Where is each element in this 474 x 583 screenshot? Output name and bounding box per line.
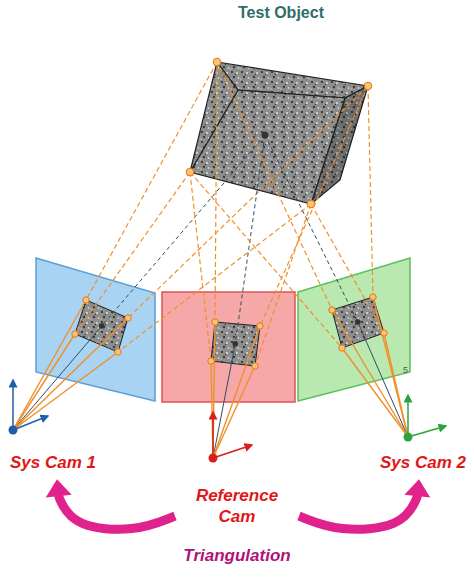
projection-ray (368, 86, 373, 297)
corner-dot (125, 315, 131, 321)
corner-dot (208, 358, 214, 364)
corner-dot (339, 345, 345, 351)
arrow-head (46, 479, 72, 497)
camera-axis (213, 445, 252, 458)
camera-label-text: Reference Cam (181, 485, 293, 528)
camera-label: Reference Cam (179, 484, 295, 529)
center-dot (355, 319, 361, 325)
corner-dot (83, 297, 89, 303)
projection-ray (255, 204, 311, 366)
curved-arrow (46, 479, 175, 529)
corner-dot (213, 58, 221, 66)
method-label: Triangulation (183, 545, 290, 566)
object-heading: Test Object (236, 2, 326, 24)
center-ray (235, 135, 265, 344)
camera-center (404, 433, 413, 442)
object-image (211, 322, 260, 366)
camera-label-text: Sys Cam 2 (380, 452, 466, 473)
corner-dot (252, 363, 258, 369)
projection-ray (217, 62, 332, 310)
camera-label-text: Sys Cam 1 (10, 452, 96, 473)
center-dot (262, 132, 269, 139)
projection-ray (13, 300, 86, 430)
camera-label: Sys Cam 1 (8, 451, 98, 474)
center-ray (102, 135, 265, 326)
corner-dot (115, 349, 121, 355)
corner-dot (329, 307, 335, 313)
center-ray (213, 344, 235, 458)
projection-ray (128, 86, 368, 318)
projection-ray (215, 62, 217, 322)
corner-dot (186, 168, 194, 176)
projection-ray (213, 322, 215, 458)
corner-dot (72, 331, 78, 337)
camera-axis (408, 426, 446, 437)
curved-arrow (299, 479, 430, 529)
corner-dot (370, 294, 376, 300)
projection-ray (332, 310, 408, 437)
arrow-head (404, 479, 430, 497)
projection-ray (13, 318, 128, 430)
projection-ray (311, 204, 384, 333)
arrow-shaft (299, 494, 418, 529)
corner-dot (212, 319, 218, 325)
cube-face (190, 62, 238, 172)
projection-ray (373, 297, 408, 437)
projection-ray (213, 366, 255, 458)
corner-dot (307, 200, 315, 208)
corner-dot (381, 330, 387, 336)
projection-ray (190, 172, 211, 361)
projection-ray (75, 172, 190, 334)
camera-axis (13, 416, 48, 430)
object-heading-text: Test Object (238, 3, 324, 23)
center-ray (13, 326, 102, 430)
camera-axis (407, 395, 409, 437)
center-ray (265, 135, 358, 322)
projection-ray (213, 326, 260, 458)
camera-center (9, 426, 18, 435)
corner-dot (257, 323, 263, 329)
corner-dot (364, 82, 372, 90)
projection-ray (342, 348, 408, 437)
projection-ray (260, 86, 368, 326)
center-dot (232, 341, 238, 347)
arrow-shaft (58, 494, 175, 529)
camera-center (209, 454, 218, 463)
projection-ray (211, 361, 213, 458)
image-plane (162, 292, 295, 402)
camera-axis (212, 412, 214, 458)
camera-label: Sys Cam 2 (378, 451, 468, 474)
image-plane (36, 258, 155, 401)
projection-ray (190, 172, 342, 348)
projection-ray (13, 334, 75, 430)
figure-number: 5 (403, 365, 408, 376)
camera-axis (12, 380, 14, 430)
center-dot (99, 323, 105, 329)
projection-ray (13, 352, 118, 430)
